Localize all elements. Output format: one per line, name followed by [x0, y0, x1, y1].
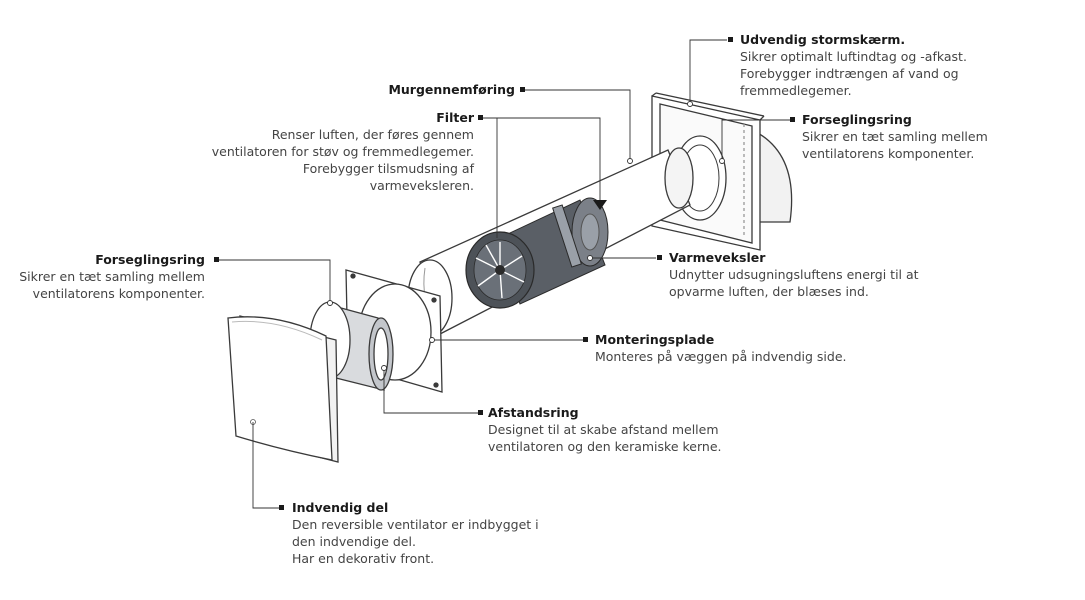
label-title: Indvendig del: [292, 500, 389, 515]
label-title: Filter: [436, 110, 474, 125]
label-desc: Sikrer en tæt samling mellem ventilatore…: [802, 129, 988, 161]
label-title: Monteringsplade: [595, 332, 715, 347]
filter-arrow-head: [593, 200, 607, 210]
label-desc: Udnytter udsugningsluftens energi til at…: [669, 267, 919, 299]
label-monteringsplade: Monteringsplade Monteres på væggen på in…: [595, 331, 847, 365]
label-desc: Monteres på væggen på indvendig side.: [595, 349, 847, 364]
label-forseglingsring-right: Forseglingsring Sikrer en tæt samling me…: [802, 111, 988, 162]
label-title: Varmeveksler: [669, 250, 766, 265]
label-title: Forseglingsring: [802, 112, 912, 127]
label-desc: Sikrer en tæt samling mellem ventilatore…: [19, 269, 205, 301]
label-title: Udvendig stormskærm.: [740, 32, 906, 47]
label-forseglingsring-left: Forseglingsring Sikrer en tæt samling me…: [19, 251, 205, 302]
label-filter: Filter Renser luften, der føres gennem v…: [212, 109, 474, 194]
label-desc: Sikrer optimalt luftindtag og -afkast. F…: [740, 49, 967, 98]
label-afstandsring: Afstandsring Designet til at skabe afsta…: [488, 404, 721, 455]
label-markers: [214, 37, 795, 510]
label-title: Forseglingsring: [95, 252, 205, 267]
label-varmeveksler: Varmeveksler Udnytter udsugningsluftens …: [669, 249, 919, 300]
label-desc: Den reversible ventilator er indbygget i…: [292, 517, 539, 566]
label-desc: Designet til at skabe afstand mellem ven…: [488, 422, 722, 454]
label-udvendig-stormskaerm: Udvendig stormskærm. Sikrer optimalt luf…: [740, 31, 967, 99]
label-desc: Renser luften, der føres gennem ventilat…: [211, 127, 474, 193]
label-indvendig-del: Indvendig del Den reversible ventilator …: [292, 499, 539, 567]
label-title: Murgennemføring: [388, 82, 515, 97]
fan-impeller: [465, 231, 535, 309]
label-title: Afstandsring: [488, 405, 579, 420]
indoor-front-panel: [227, 315, 339, 463]
leader-lines: [215, 39, 790, 509]
leader-endpoints: [327, 101, 725, 371]
label-murgennemforing: Murgennemføring: [388, 81, 515, 98]
